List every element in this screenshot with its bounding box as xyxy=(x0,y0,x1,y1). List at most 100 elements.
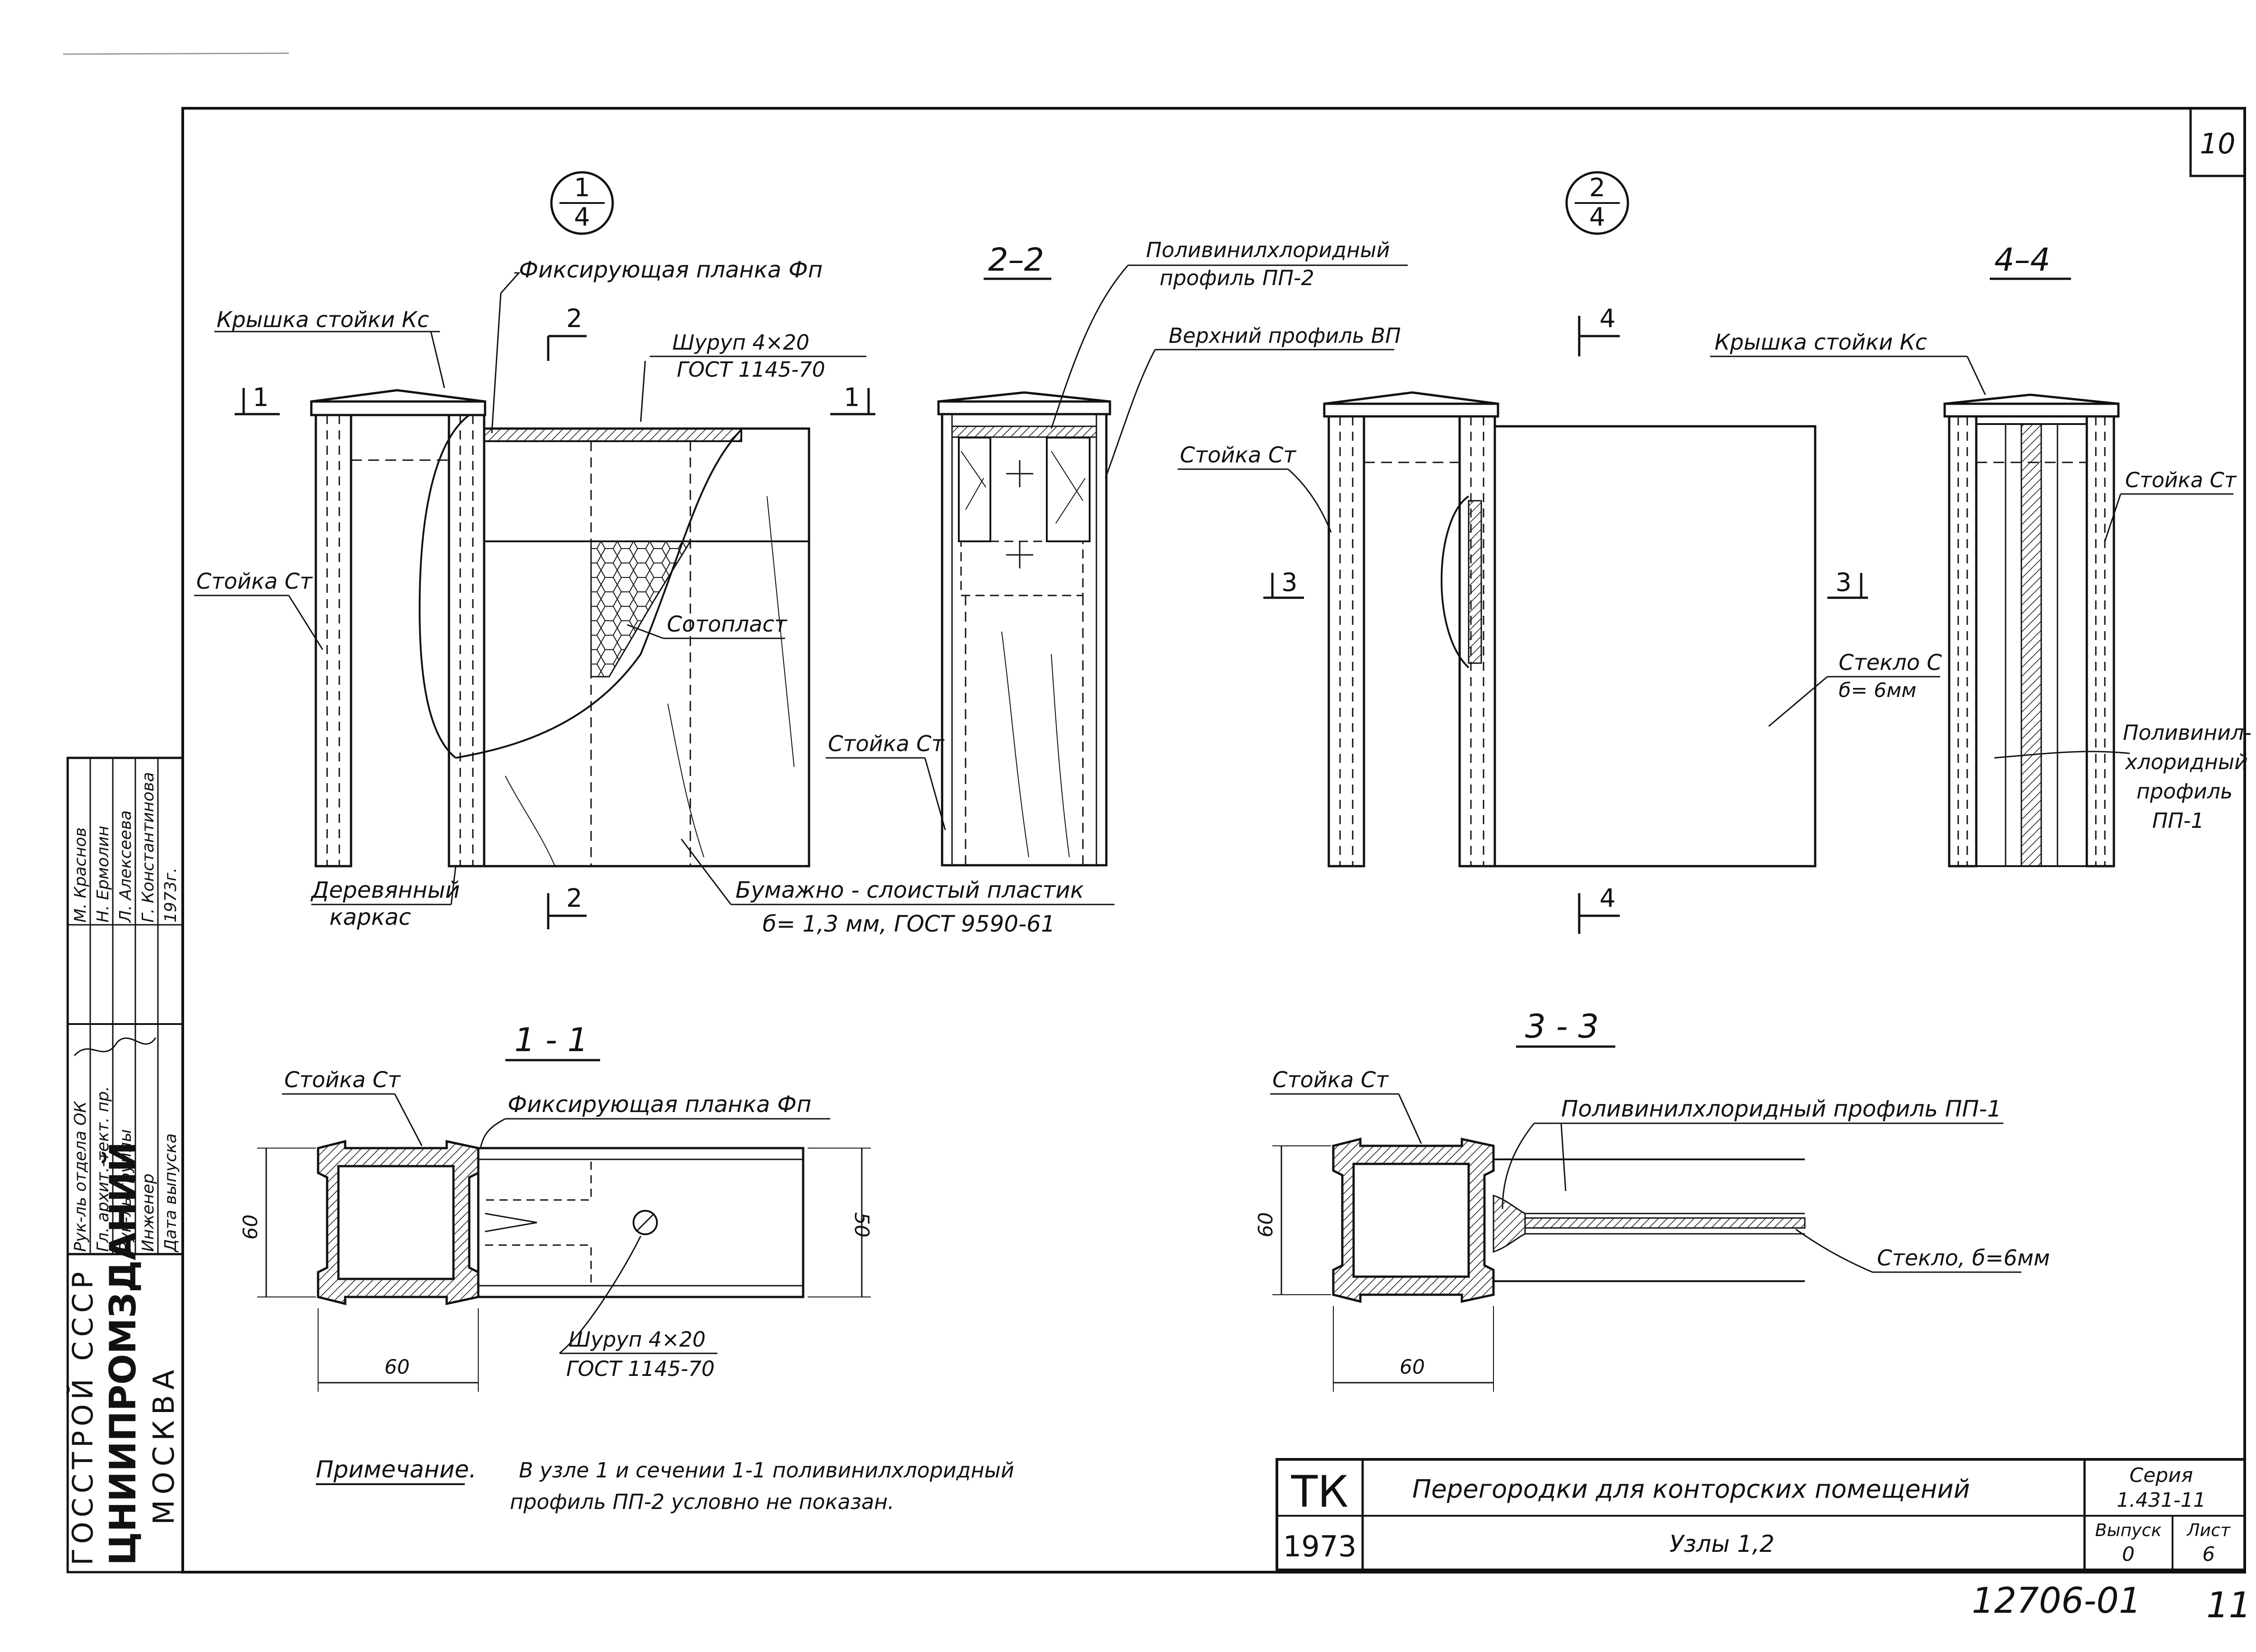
section-4-4-title: 4–4 xyxy=(1994,241,2050,278)
svg-text:2: 2 xyxy=(566,304,582,333)
svg-text:3: 3 xyxy=(1835,568,1852,597)
section-3-3: 3 - 3 60 60 Стойка Ст Поливинилхлоридный… xyxy=(1254,1007,2050,1392)
svg-text:1: 1 xyxy=(844,383,860,412)
label-screw-1-1-a: Шуруп 4×20 xyxy=(569,1327,706,1352)
series-value: 1.431-11 xyxy=(2117,1489,2206,1512)
org-name-1: ГОССТРОЙ СССР xyxy=(66,1267,99,1565)
cut-mark-3-right: 3 xyxy=(1827,568,1868,599)
node-2-elevation: 2 4 4 4 3 xyxy=(1178,171,1942,934)
sheet-label: Лист xyxy=(2186,1520,2231,1540)
label-frame-2: каркас xyxy=(329,904,411,930)
label-pvc-pp2-2: профиль ПП-2 xyxy=(1160,266,1314,290)
label-pvc-pp1-1: Поливинил- xyxy=(2123,720,2251,745)
label-screw-1-1-b: ГОСТ 1145-70 xyxy=(566,1357,715,1381)
name-3: Л. Алексеева xyxy=(116,810,135,923)
dim-width-1-1: 60 xyxy=(384,1356,410,1379)
label-pvc-pp1-3: профиль xyxy=(2136,779,2233,803)
name-5: 1973г. xyxy=(162,868,180,923)
role-5: Дата выпуска xyxy=(162,1133,180,1253)
cut-mark-4-top: 4 xyxy=(1578,304,1620,356)
label-post-cap-4-4: Крышка стойки Кс xyxy=(1715,330,1927,355)
label-glass-3-3: Стекло, б=6мм xyxy=(1877,1246,2050,1271)
node-1-marker: 1 4 xyxy=(550,171,614,235)
cut-mark-1-left: 1 xyxy=(235,383,280,415)
org-name-3: МОСКВА xyxy=(148,1365,181,1525)
svg-text:4: 4 xyxy=(1600,304,1616,333)
label-screw-1: Шуруп 4×20 xyxy=(672,330,809,355)
label-pvc-pp1-2: хлоридный xyxy=(2124,750,2248,774)
cut-mark-1-right: 1 xyxy=(830,383,875,415)
note-line-1: В узле 1 и сечении 1-1 поливинилхлоридны… xyxy=(519,1458,1014,1482)
label-glass-2: б= 6мм xyxy=(1839,679,1916,702)
section-4-4: 4–4 Крышка стойки Кс Стойка Ст Поливинил… xyxy=(1710,241,2251,868)
series-label: Серия xyxy=(2130,1464,2193,1487)
title-block: ТК 1973 Перегородки для конторских помещ… xyxy=(1276,1458,2246,1571)
label-top-profile: Верхний профиль ВП xyxy=(1169,323,1401,348)
note-block: Примечание. В узле 1 и сечении 1-1 полив… xyxy=(316,1456,1014,1514)
footer-page: 11 xyxy=(2206,1585,2251,1626)
dim-height-3-3: 60 xyxy=(1254,1212,1277,1237)
node-2-marker: 2 4 xyxy=(1565,171,1629,235)
sheet-value: 6 xyxy=(2202,1543,2215,1566)
label-pvc-pp2-1: Поливинилхлоридный xyxy=(1146,238,1390,262)
label-pvc-3-3: Поливинилхлоридный профиль ПП-1 xyxy=(1561,1096,2002,1122)
label-pvc-pp1-4: ПП-1 xyxy=(2152,808,2204,833)
section-1-1: 1 - 1 60 60 50 Стойка Ст Фиксирующая пла… xyxy=(239,1021,873,1392)
svg-text:2: 2 xyxy=(566,884,582,913)
sheet-number-top: 10 xyxy=(2200,127,2236,160)
label-plastic-1: Бумажно - слоистый пластик xyxy=(735,877,1084,903)
label-post-node-2: Стойка Ст xyxy=(1180,443,1297,468)
signature xyxy=(74,1037,157,1056)
label-post-cap: Крышка стойки Кс xyxy=(217,307,429,332)
label-post-1-1: Стойка Ст xyxy=(284,1067,401,1093)
svg-text:1: 1 xyxy=(574,173,590,203)
svg-text:2: 2 xyxy=(1589,173,1605,203)
section-1-1-title: 1 - 1 xyxy=(514,1021,588,1059)
cut-mark-3-left: 3 xyxy=(1263,568,1304,599)
label-frame-1: Деревянный xyxy=(310,877,460,903)
label-plastic-2: б= 1,3 мм, ГОСТ 9590-61 xyxy=(763,911,1055,937)
label-fix-strip: Фиксирующая планка Фп xyxy=(519,257,823,283)
name-1: М. Краснов xyxy=(71,827,90,923)
label-post-3-3: Стойка Ст xyxy=(1272,1067,1389,1093)
dim-height-1-1: 60 xyxy=(239,1214,262,1240)
name-4: Г. Константинова xyxy=(139,772,157,923)
svg-text:4: 4 xyxy=(574,203,590,232)
dim-panel-1-1: 50 xyxy=(850,1212,873,1237)
section-2-2-title: 2–2 xyxy=(988,241,1044,278)
role-1: Рук-ль отдела ОК xyxy=(71,1101,90,1252)
svg-text:3: 3 xyxy=(1281,568,1298,597)
section-3-3-title: 3 - 3 xyxy=(1525,1007,1599,1045)
issue-value: 0 xyxy=(2122,1543,2135,1566)
title-main: Перегородки для конторских помещений xyxy=(1412,1475,1970,1504)
cut-mark-2-top: 2 xyxy=(547,304,587,361)
svg-text:4: 4 xyxy=(1600,884,1616,913)
dim-width-3-3: 60 xyxy=(1400,1356,1425,1379)
title-tk: ТК xyxy=(1291,1467,1349,1517)
title-sub: Узлы 1,2 xyxy=(1669,1531,1775,1558)
label-glass-1: Стекло С xyxy=(1839,650,1942,675)
role-4: Инженер xyxy=(139,1173,157,1252)
footer-code: 12706-01 xyxy=(1972,1581,2141,1621)
node-1-elevation: 1 4 1 1 xyxy=(194,171,1114,937)
label-fix-strip-1-1: Фиксирующая планка Фп xyxy=(508,1091,811,1117)
cut-mark-2-bottom: 2 xyxy=(547,884,587,929)
role-3: Рук-ль группы xyxy=(116,1129,135,1252)
issue-label: Выпуск xyxy=(2095,1520,2161,1540)
title-year: 1973 xyxy=(1283,1530,1357,1564)
label-post: Стойка Ст xyxy=(196,569,313,594)
label-honeycomb: Сотопласт xyxy=(667,612,788,637)
label-post-2-2: Стойка Ст xyxy=(828,731,945,757)
svg-text:4: 4 xyxy=(1589,203,1605,232)
role-2: Гл. архит.-тект. пр. xyxy=(94,1086,112,1252)
note-heading: Примечание. xyxy=(316,1456,476,1483)
name-2: Н. Ермолин xyxy=(94,826,112,923)
label-post-4-4: Стойка Ст xyxy=(2125,468,2237,492)
side-stamp: Рук-ль отдела ОК Гл. архит.-тект. пр. Ру… xyxy=(66,757,184,1574)
section-2-2: 2–2 Поливинилхлоридный профиль ПП-2 Верх… xyxy=(826,238,1408,867)
cut-mark-4-bottom: 4 xyxy=(1578,884,1620,934)
note-line-2: профиль ПП-2 условно не показан. xyxy=(510,1490,894,1514)
svg-text:1: 1 xyxy=(253,383,269,412)
org-name-2: ЦНИИПРОМЗДАНИЙ xyxy=(102,1142,144,1565)
